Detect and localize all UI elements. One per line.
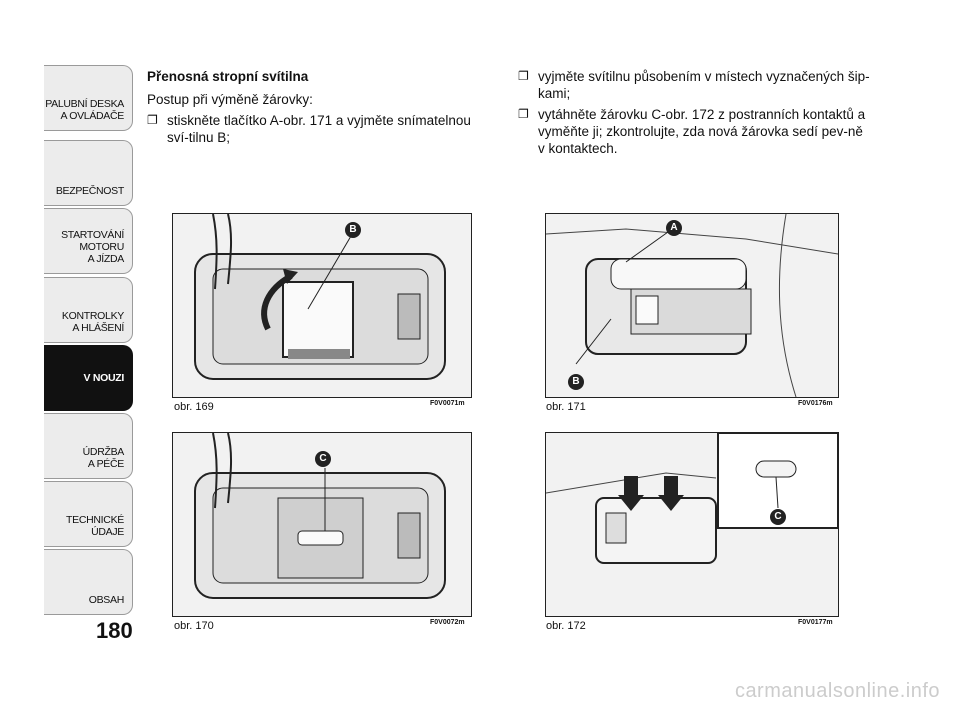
bullet-item: ❐ vytáhněte žárovku C-obr. 172 z postran… (518, 106, 870, 157)
callout-b-label: B (345, 222, 361, 238)
figure-172-code: F0V0177m (798, 619, 833, 626)
chapter-tab-line: PALUBNÍ DESKA (45, 98, 124, 110)
figure-169-illustration: B (172, 213, 472, 398)
callout-a-label: A (666, 220, 682, 236)
chapter-tab-line: V NOUZI (83, 372, 125, 384)
chapter-tab-line: KONTROLKY (61, 310, 124, 322)
page-number: 180 (96, 618, 133, 643)
chapter-tab-label: OBSAH (88, 594, 125, 606)
figure-170-code: F0V0072m (430, 619, 465, 626)
bullet-item: ❐ vyjměte svítilnu působením v místech v… (518, 68, 870, 102)
bullet-box-icon: ❐ (518, 69, 529, 83)
chapter-tab-line: A HLÁŠENÍ (72, 322, 124, 334)
chapter-tab[interactable]: V NOUZI (44, 345, 133, 411)
chapter-tab-line: ÚDRŽBA (82, 446, 125, 458)
chapter-tab[interactable]: OBSAH (44, 549, 133, 615)
chapter-tab-line: A PÉČE (87, 458, 124, 470)
right-text-column: ❐ vyjměte svítilnu působením v místech v… (518, 68, 870, 157)
bullet-box-icon: ❐ (147, 113, 158, 127)
chapter-tab-line: STARTOVÁNÍ (61, 229, 124, 241)
figure-170-caption: obr. 170 (174, 620, 214, 632)
figure-171-caption: obr. 171 (546, 401, 586, 413)
chapter-tab-label: BEZPEČNOST (56, 185, 124, 197)
bullet-text: vyjměte svítilnu působením v místech vyz… (538, 69, 870, 101)
watermark: carmanualsonline.info (734, 680, 940, 702)
bullet-box-icon: ❐ (518, 107, 529, 121)
figure-172-caption: obr. 172 (546, 620, 586, 632)
figure-170-illustration: C (172, 432, 472, 617)
intro-text: Postup při výměně žárovky: (147, 92, 313, 107)
chapter-tab-line: ÚDAJE (91, 526, 124, 538)
bullet-text: vytáhněte žárovku C-obr. 172 z postranní… (538, 107, 866, 156)
chapter-tab-line: BEZPEČNOST (55, 185, 124, 197)
chapter-tab-line: A OVLÁDAČE (60, 110, 124, 122)
chapter-tab[interactable]: BEZPEČNOST (44, 140, 133, 206)
callout-c-label: C (315, 451, 331, 467)
callout-c-label: C (770, 509, 786, 525)
figure-169-code: F0V0071m (430, 400, 465, 407)
callout-b-label: B (568, 374, 584, 390)
chapter-tab-line: A JÍZDA (87, 253, 125, 265)
left-text-column: Přenosná stropní svítilna Postup při vým… (147, 68, 477, 146)
figure-169-caption: obr. 169 (174, 401, 214, 413)
chapter-tab-line: MOTORU (79, 241, 124, 253)
bullet-item: ❐ stiskněte tlačítko A-obr. 171 a vyjmět… (147, 112, 477, 146)
chapter-tab-label: V NOUZI (84, 372, 125, 384)
figure-172-illustration: C (545, 432, 839, 617)
bullet-text: stiskněte tlačítko A-obr. 171 a vyjměte … (167, 113, 471, 145)
chapter-tab-line: TECHNICKÉ (66, 514, 124, 526)
section-heading: Přenosná stropní svítilna (147, 69, 309, 84)
figure-171-illustration: A B (545, 213, 839, 398)
chapter-tab-line: OBSAH (88, 594, 125, 606)
figure-171-code: F0V0176m (798, 400, 833, 407)
